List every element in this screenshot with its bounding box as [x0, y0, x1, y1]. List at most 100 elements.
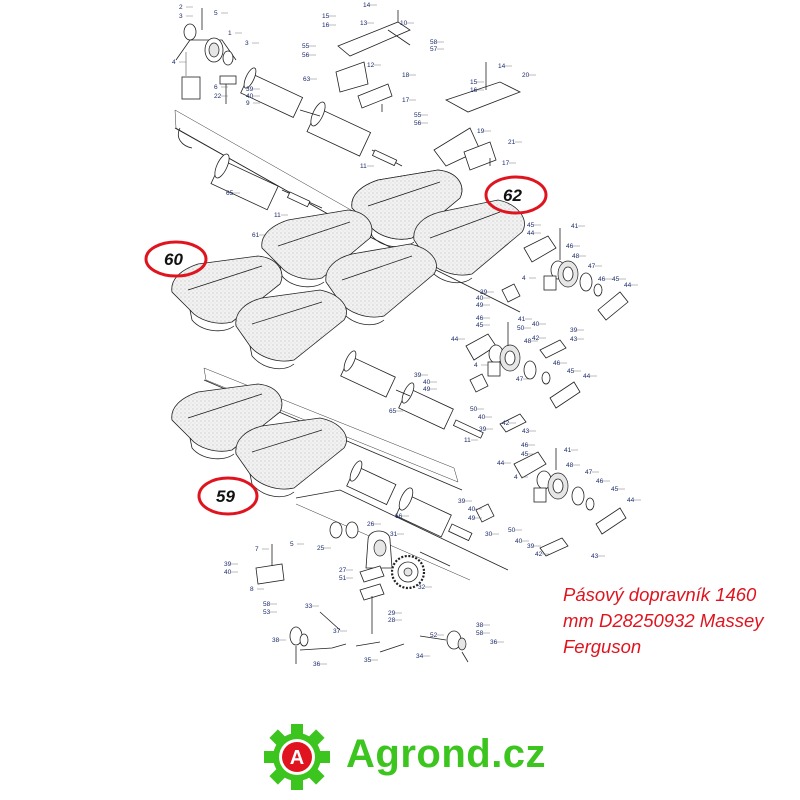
part-number-label: 48	[524, 338, 532, 345]
belt-segment-61	[261, 209, 437, 326]
part-number-label: 47	[585, 469, 593, 476]
part-number-label: 39	[246, 86, 254, 93]
gear-tooth	[291, 778, 303, 790]
roller-shaft-65-lower	[340, 350, 484, 439]
part-number-label: 17	[502, 160, 510, 167]
part-number-label: 49	[476, 302, 484, 309]
part-number-label: 10	[400, 20, 408, 27]
part-number-label: 57	[430, 46, 438, 53]
belt-segment-60	[171, 255, 347, 370]
part-number-label: 45	[611, 486, 619, 493]
part-number-label: 55	[414, 112, 422, 119]
part-number-label: 65	[226, 190, 234, 197]
part-number-label: 46	[596, 478, 604, 485]
part-number-label: 39	[458, 498, 466, 505]
part-number-label: 17	[402, 97, 410, 104]
part-number-label: 12	[367, 62, 375, 69]
part-number-label: 52	[430, 632, 438, 639]
part-number-label: 16	[470, 87, 478, 94]
part-number-label: 39	[224, 561, 232, 568]
part-number-label: 44	[627, 497, 635, 504]
part-number-label: 6	[214, 84, 218, 91]
part-number-label: 42	[532, 335, 540, 342]
part-number-label: 47	[516, 376, 524, 383]
tensioner-assembly-upper	[501, 228, 629, 359]
part-number-label: 46	[598, 276, 606, 283]
part-number-label: 2	[179, 4, 183, 11]
part-number-label: 18	[402, 72, 410, 79]
part-number-label: 41	[571, 223, 579, 230]
part-number-label: 31	[390, 531, 398, 538]
part-number-label: 39	[527, 543, 535, 550]
part-number-label: 45	[476, 322, 484, 329]
part-number-label: 34	[416, 653, 424, 660]
part-number-label: 26	[367, 521, 375, 528]
part-number-label: 42	[502, 420, 510, 427]
part-number-label: 63	[303, 76, 311, 83]
part-number-label: 36	[490, 639, 498, 646]
part-number-label: 44	[624, 282, 632, 289]
part-number-label: 4	[172, 59, 176, 66]
tensioner-assembly-lower	[475, 448, 627, 557]
part-number-label: 44	[583, 373, 591, 380]
part-number-label: 11	[274, 212, 281, 219]
callout-label-62: 62	[503, 186, 522, 205]
part-number-label: 56	[414, 120, 422, 127]
logo-badge-letter: A	[290, 747, 304, 769]
part-number-label: 40	[246, 93, 254, 100]
part-number-label: 4	[522, 275, 526, 282]
agrond-logo[interactable]: A Agrond.cz	[262, 722, 562, 792]
belt-segment-59	[171, 383, 347, 498]
part-number-label: 44	[527, 230, 535, 237]
part-number-label: 40	[478, 414, 486, 421]
part-number-label: 55	[302, 43, 310, 50]
part-number-label: 21	[508, 139, 516, 146]
part-number-label: 58	[430, 39, 438, 46]
lower-idler-assembly	[289, 611, 469, 664]
part-number-label: 33	[305, 603, 313, 610]
part-number-label: 46	[476, 315, 484, 322]
part-number-label: 50	[470, 406, 478, 413]
top-left-bearing-assembly	[175, 8, 237, 104]
part-number-label: 39	[570, 327, 578, 334]
part-number-label: 44	[451, 336, 459, 343]
part-number-label: 58	[476, 630, 484, 637]
callout-label-60: 60	[164, 250, 183, 269]
part-number-label: 27	[339, 567, 347, 574]
roller-shaft-63	[240, 67, 403, 167]
part-number-label: 53	[263, 609, 271, 616]
part-number-label: 32	[418, 584, 426, 591]
part-number-label: 40	[468, 506, 476, 513]
part-number-label: 40	[224, 569, 232, 576]
caption-line-1: Pásový dopravník 1460	[563, 584, 757, 605]
part-number-label: 14	[363, 2, 371, 9]
part-number-label: 15	[470, 79, 478, 86]
part-number-label: 1	[228, 30, 232, 37]
part-number-label: 36	[313, 661, 321, 668]
part-number-label: 39	[479, 426, 487, 433]
part-number-label: 37	[333, 628, 341, 635]
part-number-label: 25	[317, 545, 325, 552]
part-number-label: 5	[214, 10, 218, 17]
part-number-label: 49	[423, 386, 431, 393]
part-number-label: 20	[522, 72, 530, 79]
part-number-label: 7	[255, 546, 259, 553]
part-number-label: 65	[389, 408, 397, 415]
part-number-label: 40	[532, 321, 540, 328]
top-bracket-13	[335, 10, 411, 112]
caption-line-2: mm D28250932 Massey	[563, 610, 764, 631]
part-number-label: 45	[612, 276, 620, 283]
part-number-label: 40	[423, 379, 431, 386]
part-number-label: 11	[464, 437, 471, 444]
part-number-label: 61	[252, 232, 260, 239]
part-number-label: 66	[395, 513, 403, 520]
product-caption: Pásový dopravník 1460 mm D28250932 Masse…	[563, 582, 799, 660]
part-number-label: 13	[360, 20, 368, 27]
roller-shaft-66	[346, 460, 473, 542]
part-number-label: 9	[246, 100, 250, 107]
caption-line-3: Ferguson	[563, 636, 642, 657]
part-number-label: 48	[566, 462, 574, 469]
part-number-label: 14	[498, 63, 506, 70]
part-number-label: 4	[514, 474, 518, 481]
